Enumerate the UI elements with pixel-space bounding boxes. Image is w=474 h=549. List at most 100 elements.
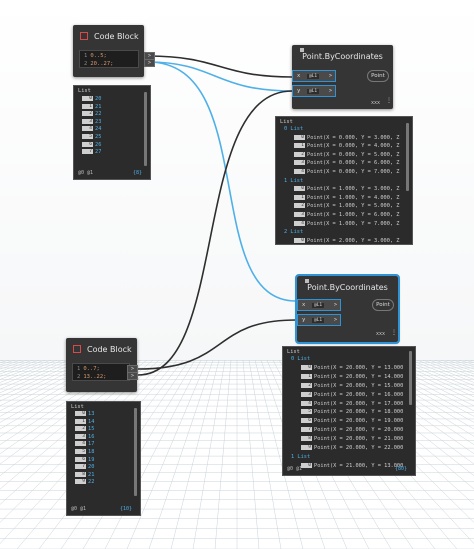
- wire-cb2-to-pt1-x: [137, 90, 293, 376]
- lacing-level-tag[interactable]: @L1: [307, 73, 320, 79]
- list-value: Point(X = 0.000, Y = 4.000, Z: [307, 143, 400, 150]
- output-port-2[interactable]: >: [127, 372, 138, 380]
- pin-icon[interactable]: [305, 279, 309, 283]
- list-index: 0: [82, 96, 93, 101]
- list-value: Point(X = 20.000, Y = 17.000: [314, 400, 404, 407]
- list-index: 5: [301, 409, 312, 415]
- point-bycoordinates-node-1[interactable]: Point.ByCoordinates x @L1 > y @L1 > Poin…: [292, 45, 393, 109]
- list-value: Point(X = 1.000, Y = 5.000, Z: [307, 203, 400, 210]
- lacing-level-tag[interactable]: @L1: [312, 302, 325, 308]
- pin-icon[interactable]: [300, 48, 304, 52]
- list-value: 21: [95, 103, 102, 110]
- input-port-x[interactable]: x @L1 >: [297, 299, 341, 311]
- list-value: 14: [88, 418, 95, 425]
- lacing-level-tag[interactable]: @L1: [307, 88, 320, 94]
- sublist-label: 1 List: [284, 177, 304, 184]
- chevron-right-icon[interactable]: >: [333, 317, 337, 323]
- list-index: 2: [82, 111, 93, 117]
- input-port-y[interactable]: y @L1 >: [292, 85, 336, 97]
- lacing-indicator: xxx: [371, 100, 381, 106]
- list-index: 9: [75, 479, 86, 485]
- chevron-right-icon[interactable]: >: [333, 302, 337, 308]
- node-header[interactable]: Code Block: [66, 338, 137, 360]
- preview-header: List: [78, 88, 91, 94]
- list-value: 20: [95, 96, 102, 102]
- list-value: Point(X = 20.000, Y = 21.000: [314, 436, 404, 443]
- input-port-x[interactable]: x @L1 >: [292, 70, 336, 82]
- list-index: 2: [294, 151, 305, 157]
- port-name: x: [297, 73, 301, 79]
- list-index: 1: [294, 194, 305, 200]
- node-title: Code Block: [87, 344, 132, 354]
- list-index: 9: [301, 445, 312, 450]
- sublist-header[interactable]: 1 List: [284, 178, 303, 185]
- output-port-2[interactable]: >: [144, 59, 155, 67]
- list-value: 16: [88, 433, 95, 440]
- node-header[interactable]: Point.ByCoordinates: [297, 276, 398, 298]
- output-port-point[interactable]: Point: [367, 70, 389, 82]
- lacing-level-tag[interactable]: @L1: [312, 317, 325, 323]
- list-index: 1: [294, 143, 305, 149]
- chevron-right-icon[interactable]: >: [328, 73, 332, 79]
- list-index: 2: [301, 382, 312, 388]
- preview-header: List: [287, 349, 300, 355]
- list-value: Point(X = 20.000, Y = 14.000: [314, 373, 404, 380]
- sublist-header[interactable]: 2 List: [284, 229, 303, 236]
- list-value: 20: [88, 464, 95, 471]
- output-port-point[interactable]: Point: [372, 299, 394, 311]
- node-header[interactable]: Point.ByCoordinates: [292, 45, 393, 67]
- more-options-icon[interactable]: ⋮: [391, 329, 397, 336]
- node-title: Code Block: [94, 31, 139, 41]
- line-number: 1: [77, 366, 81, 372]
- point-bycoordinates-node-2[interactable]: Point.ByCoordinates x @L1 > y @L1 > Poin…: [295, 274, 400, 344]
- scrollbar[interactable]: [409, 351, 412, 405]
- list-index: 7: [75, 464, 86, 470]
- port-name: y: [297, 88, 301, 94]
- list-value: Point(X = 20.000, Y = 16.000: [314, 391, 404, 398]
- sublist-header[interactable]: 1 List: [291, 454, 310, 461]
- list-index: 0: [294, 134, 305, 140]
- code-block-icon: [73, 345, 81, 353]
- scrollbar[interactable]: [134, 408, 137, 496]
- code-block-icon: [80, 32, 88, 40]
- list-index: 1: [301, 373, 312, 379]
- list-value: 18: [88, 449, 95, 455]
- item-count: {80}: [394, 466, 407, 472]
- node-header[interactable]: Code Block: [73, 25, 144, 47]
- scrollbar[interactable]: [144, 92, 147, 166]
- chevron-right-icon[interactable]: >: [328, 88, 332, 94]
- item-count: {8}: [132, 170, 142, 176]
- sublist-header[interactable]: 0 List: [291, 356, 310, 363]
- list-value: Point(X = 2.000, Y = 3.000, Z: [307, 237, 400, 244]
- more-options-icon[interactable]: ⋮: [386, 97, 392, 104]
- code-line: 0..7;: [83, 366, 100, 372]
- list-value: 13: [88, 411, 95, 417]
- list-index: 6: [82, 141, 93, 147]
- list-value: 19: [88, 456, 95, 463]
- list-value: Point(X = 1.000, Y = 3.000, Z: [307, 186, 400, 193]
- sublist-header[interactable]: 0 List: [284, 126, 303, 133]
- scrollbar[interactable]: [406, 123, 409, 191]
- input-port-y[interactable]: y @L1 >: [297, 314, 341, 326]
